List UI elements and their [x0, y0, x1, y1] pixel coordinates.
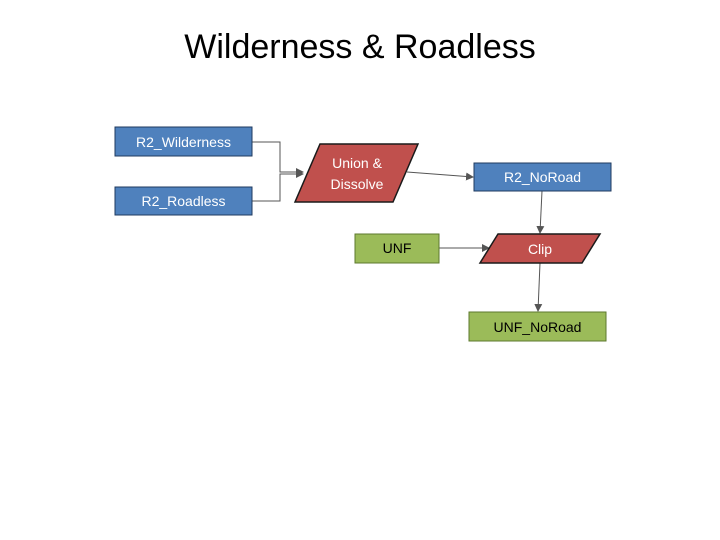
node-r2-roadless[interactable]: R2_Roadless: [114, 186, 253, 216]
edge-union-to-noroad: [406, 171, 474, 181]
node-unf-noroad[interactable]: UNF_NoRoad: [468, 311, 607, 342]
node-union-dissolve-label-line2: Dissolve: [331, 176, 384, 192]
node-union-dissolve[interactable]: Union & Dissolve: [293, 143, 420, 203]
node-r2-wilderness[interactable]: R2_Wilderness: [114, 126, 253, 157]
node-r2-roadless-label: R2_Roadless: [141, 193, 225, 209]
edge-roadless-to-union: [252, 170, 304, 202]
node-union-dissolve-label-line1: Union &: [332, 155, 382, 171]
slide-title: Wilderness & Roadless: [184, 28, 536, 66]
node-unf-noroad-label: UNF_NoRoad: [494, 319, 582, 335]
node-r2-wilderness-label: R2_Wilderness: [136, 134, 231, 150]
node-clip-label: Clip: [528, 241, 552, 257]
node-unf-label: UNF: [383, 240, 412, 256]
node-unf[interactable]: UNF: [354, 233, 440, 264]
edge-wilderness-to-union: [252, 141, 304, 176]
node-r2-noroad-label: R2_NoRoad: [504, 169, 581, 185]
node-clip[interactable]: Clip: [478, 233, 602, 264]
edge-noroad-to-clip: [536, 190, 545, 234]
edge-clip-to-unf-noroad: [534, 262, 543, 312]
node-r2-noroad[interactable]: R2_NoRoad: [473, 162, 612, 192]
